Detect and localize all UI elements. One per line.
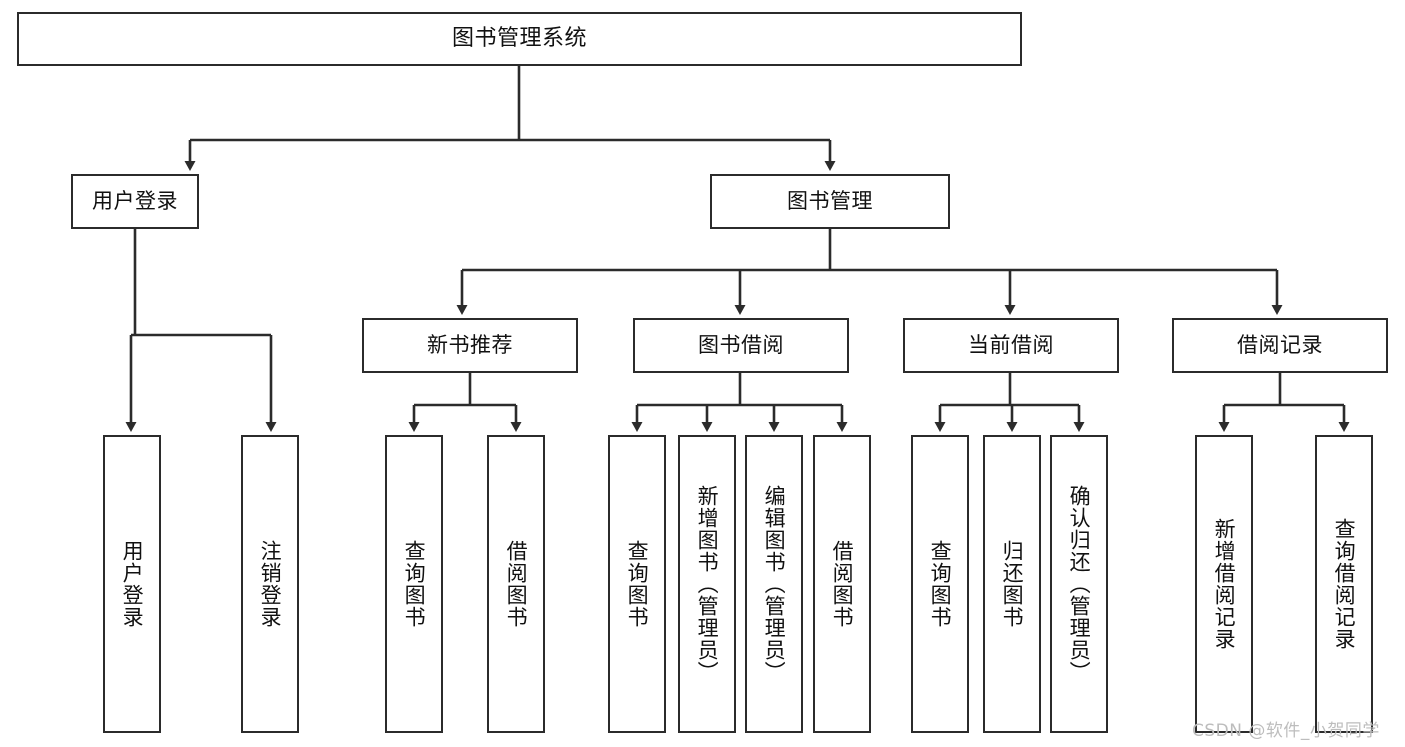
leaf-label: 确认归还（管理员） bbox=[1067, 485, 1092, 683]
leaf-br-query-record[interactable]: 查询借阅记录 bbox=[1315, 435, 1373, 733]
leaf-label: 查询图书 bbox=[625, 540, 650, 628]
node-user-login[interactable]: 用户登录 bbox=[71, 174, 199, 229]
edge-userlogin-to-leaves bbox=[125, 229, 277, 432]
leaf-rec-query-book[interactable]: 查询图书 bbox=[385, 435, 443, 733]
edge-recommend-to-leaves bbox=[408, 373, 522, 432]
leaf-label: 新增图书（管理员） bbox=[695, 485, 720, 683]
leaf-label: 借阅图书 bbox=[504, 540, 529, 628]
leaf-user-login[interactable]: 用户登录 bbox=[103, 435, 161, 733]
leaf-br-add-record[interactable]: 新增借阅记录 bbox=[1195, 435, 1253, 733]
leaf-rec-borrow-book[interactable]: 借阅图书 bbox=[487, 435, 545, 733]
edge-currentborrow-to-leaves bbox=[934, 373, 1085, 432]
csdn-watermark: CSDN @软件_小贺同学 bbox=[1192, 721, 1380, 741]
leaf-label: 借阅图书 bbox=[830, 540, 855, 628]
node-current-borrow[interactable]: 当前借阅 bbox=[903, 318, 1119, 373]
leaf-user-logout[interactable]: 注销登录 bbox=[241, 435, 299, 733]
leaf-label: 查询借阅记录 bbox=[1332, 518, 1357, 650]
leaf-cb-confirm-return[interactable]: 确认归还（管理员） bbox=[1050, 435, 1108, 733]
leaf-label: 查询图书 bbox=[928, 540, 953, 628]
leaf-bb-query-book[interactable]: 查询图书 bbox=[608, 435, 666, 733]
node-root[interactable]: 图书管理系统 bbox=[17, 12, 1022, 66]
node-book-manage[interactable]: 图书管理 bbox=[710, 174, 950, 229]
leaf-cb-return-book[interactable]: 归还图书 bbox=[983, 435, 1041, 733]
leaf-label: 用户登录 bbox=[120, 540, 145, 628]
leaf-bb-edit-book[interactable]: 编辑图书（管理员） bbox=[745, 435, 803, 733]
edge-root-to-level2 bbox=[184, 66, 836, 171]
node-book-borrow[interactable]: 图书借阅 bbox=[633, 318, 849, 373]
leaf-bb-add-book[interactable]: 新增图书（管理员） bbox=[678, 435, 736, 733]
edge-bookmanage-to-level3 bbox=[456, 229, 1283, 315]
edge-borrowrecord-to-leaves bbox=[1218, 373, 1350, 432]
leaf-label: 新增借阅记录 bbox=[1212, 518, 1237, 650]
leaf-label: 注销登录 bbox=[258, 540, 283, 628]
leaf-label: 归还图书 bbox=[1000, 540, 1025, 628]
leaf-bb-borrow-book[interactable]: 借阅图书 bbox=[813, 435, 871, 733]
leaf-label: 查询图书 bbox=[402, 540, 427, 628]
leaf-cb-query-book[interactable]: 查询图书 bbox=[911, 435, 969, 733]
leaf-label: 编辑图书（管理员） bbox=[762, 485, 787, 683]
node-new-book-recommend[interactable]: 新书推荐 bbox=[362, 318, 578, 373]
node-borrow-record[interactable]: 借阅记录 bbox=[1172, 318, 1388, 373]
edge-bookborrow-to-leaves bbox=[631, 373, 848, 432]
